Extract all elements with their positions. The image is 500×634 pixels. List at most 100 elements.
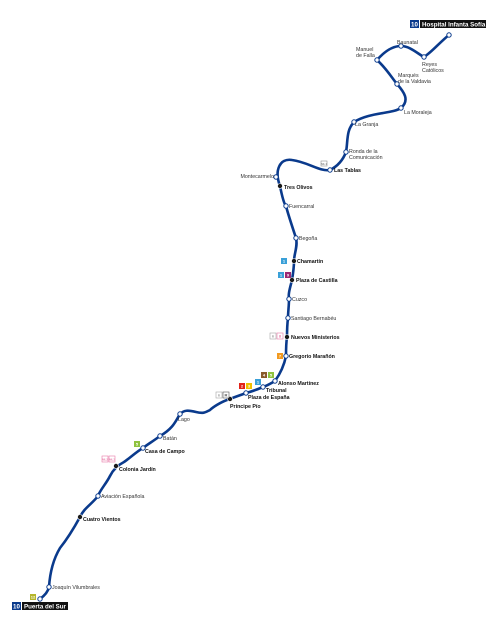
station-label-colonia-jardin[interactable]: Colonia Jardín: [119, 467, 156, 473]
station-marker[interactable]: [285, 315, 291, 321]
interchange-markers: [77, 183, 297, 520]
terminal-south[interactable]: 10 Puerta del Sur: [12, 602, 68, 610]
badge-plaza-castilla-1[interactable]: 1: [278, 272, 284, 278]
terminal-name: Hospital Infanta Sofía: [422, 21, 486, 28]
station-label-aviacion-espanola[interactable]: Aviación Española: [101, 494, 145, 500]
station-labels: Baunatal Manuel de Falla Reyes Católicos…: [52, 40, 444, 591]
station-marker[interactable]: [157, 433, 163, 439]
station-marker[interactable]: [243, 390, 249, 396]
station-marker[interactable]: [286, 296, 292, 302]
station-marker-chamartin[interactable]: [291, 258, 297, 264]
station-label-lago[interactable]: Lago: [178, 417, 190, 423]
station-label-montecarmelo[interactable]: Montecarmelo: [240, 174, 274, 180]
station-label-la-moraleja[interactable]: La Moraleja: [404, 110, 432, 116]
station-label-reyes-catolicos-2[interactable]: Católicos: [422, 68, 444, 74]
station-marker[interactable]: [95, 493, 101, 499]
station-label-gregorio-maranon[interactable]: Gregorio Marañón: [289, 354, 335, 360]
station-marker[interactable]: [293, 235, 299, 241]
station-label-plaza-espana[interactable]: Plaza de España: [248, 395, 290, 401]
badge-alonso-martinez-4[interactable]: 4: [261, 372, 267, 378]
station-marker[interactable]: [421, 54, 427, 60]
station-label-marques-valdavia[interactable]: Marqués: [398, 73, 419, 79]
svg-text:1: 1: [257, 380, 260, 385]
svg-text:12: 12: [31, 595, 36, 600]
station-marker[interactable]: [177, 411, 183, 417]
station-marker-plaza-castilla[interactable]: [289, 277, 295, 283]
station-marker-tres-olivos[interactable]: [277, 183, 283, 189]
station-marker[interactable]: [273, 174, 279, 180]
station-marker[interactable]: [260, 384, 266, 390]
station-label-cuatro-vientos[interactable]: Cuatro Vientos: [83, 517, 121, 523]
station-marker[interactable]: [140, 445, 146, 451]
svg-text:R: R: [225, 393, 228, 398]
line-10-route: [38, 33, 451, 601]
station-label-cuzco[interactable]: Cuzco: [292, 297, 307, 303]
badge-casa-campo-5[interactable]: 5: [134, 441, 140, 447]
station-label-nuevos-ministerios[interactable]: Nuevos Ministerios: [291, 335, 340, 341]
station-label-tribunal[interactable]: Tribunal: [266, 388, 287, 394]
station-label-ronda-comunicacion[interactable]: Ronda de la: [349, 149, 378, 155]
station-marker[interactable]: [272, 378, 278, 384]
station-marker[interactable]: [343, 149, 349, 155]
svg-text:8: 8: [279, 334, 282, 339]
badge-plaza-castilla-9[interactable]: 9: [285, 272, 291, 278]
station-label-fuencarral[interactable]: Fuencarral: [289, 204, 314, 210]
badge-plaza-espana-2[interactable]: 2: [239, 383, 245, 389]
station-marker-nuevos-ministerios[interactable]: [284, 334, 290, 340]
station-label-santiago-bernabeu[interactable]: Santiago Bernabéu: [291, 316, 336, 322]
badge-las-tablas[interactable]: ML1: [320, 160, 327, 167]
svg-text:1: 1: [283, 259, 286, 264]
badge-nuevos-ministerios-6[interactable]: 6: [269, 332, 277, 340]
station-marker[interactable]: [446, 32, 452, 38]
badge-colonia-jardin-ml2[interactable]: ML2: [101, 455, 108, 463]
station-marker[interactable]: [398, 105, 404, 111]
station-label-marques-valdavia-2[interactable]: de la Valdavia: [398, 79, 431, 85]
station-label-ronda-comunicacion-2[interactable]: Comunicación: [349, 155, 383, 161]
station-marker-colonia-jardin[interactable]: [113, 463, 119, 469]
station-label-joaquin-vilumbrales[interactable]: Joaquín Vilumbrales: [52, 585, 100, 591]
badge-tribunal-1[interactable]: 1: [255, 379, 261, 385]
station-marker[interactable]: [327, 167, 333, 173]
station-marker-cuatro-vientos[interactable]: [77, 514, 83, 520]
badge-gregorio-maranon-7[interactable]: 7: [277, 353, 283, 359]
terminal-north[interactable]: 10 Hospital Infanta Sofía: [410, 20, 486, 28]
badge-principe-pio-r[interactable]: R: [222, 391, 230, 399]
station-marker[interactable]: [394, 81, 400, 87]
badge-colonia-jardin-ml3[interactable]: ML3: [108, 455, 115, 463]
station-label-chamartin[interactable]: Chamartín: [297, 259, 323, 265]
station-label-principe-pio[interactable]: Príncipe Pío: [230, 404, 261, 410]
station-marker[interactable]: [46, 584, 52, 590]
svg-text:1: 1: [280, 273, 283, 278]
badge-alonso-martinez-5[interactable]: 5: [268, 372, 274, 378]
station-marker[interactable]: [374, 57, 380, 63]
svg-text:6: 6: [218, 393, 221, 398]
station-label-plaza-castilla[interactable]: Plaza de Castilla: [296, 278, 338, 284]
station-label-alonso-martinez[interactable]: Alonso Martínez: [278, 381, 319, 387]
badge-nuevos-ministerios-8[interactable]: 8: [276, 332, 284, 340]
station-label-manuel-de-falla[interactable]: Manuel: [356, 47, 373, 53]
connection-badges: ML1 1 1 9 6 8 7 4 5 1 2 3 6 R 5 ML2 ML3 …: [30, 160, 327, 600]
station-marker[interactable]: [351, 119, 357, 125]
station-marker[interactable]: [283, 353, 289, 359]
station-label-la-granja[interactable]: La Granja: [355, 122, 378, 128]
station-label-baunatal[interactable]: Baunatal: [397, 40, 418, 46]
station-label-reyes-catolicos[interactable]: Reyes: [422, 62, 437, 68]
station-marker[interactable]: [398, 43, 404, 49]
station-label-tres-olivos[interactable]: Tres Olivos: [284, 185, 313, 191]
station-label-begona[interactable]: Begoña: [299, 236, 317, 242]
station-marker[interactable]: [283, 203, 289, 209]
svg-text:ML1: ML1: [321, 162, 327, 166]
badge-puerta-sur-12[interactable]: 12: [30, 594, 36, 600]
badge-principe-pio-6[interactable]: 6: [215, 391, 223, 399]
badge-chamartin[interactable]: 1: [281, 258, 287, 264]
station-markers: [37, 32, 452, 602]
badge-plaza-espana-3[interactable]: 3: [246, 383, 252, 389]
svg-text:2: 2: [241, 384, 244, 389]
svg-text:ML2: ML2: [102, 458, 108, 462]
station-label-batan[interactable]: Batán: [163, 436, 177, 442]
terminal-name: Puerta del Sur: [24, 603, 67, 610]
station-label-casa-campo[interactable]: Casa de Campo: [145, 449, 186, 455]
station-label-manuel-de-falla-2[interactable]: de Falla: [356, 53, 375, 59]
station-marker[interactable]: [37, 596, 43, 602]
station-label-las-tablas[interactable]: Las Tablas: [334, 168, 361, 174]
